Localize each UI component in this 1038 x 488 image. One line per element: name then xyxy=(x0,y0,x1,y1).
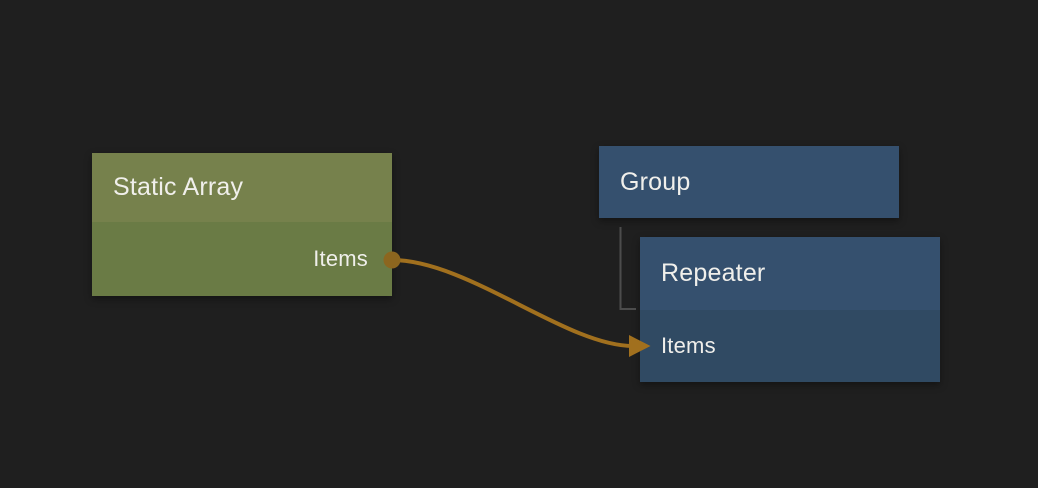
node-static-array-header[interactable]: Static Array xyxy=(92,153,392,222)
node-title: Static Array xyxy=(113,173,244,201)
node-repeater-header[interactable]: Repeater xyxy=(640,237,940,310)
node-group-header[interactable]: Group xyxy=(599,146,899,218)
node-group[interactable]: Group xyxy=(599,146,899,218)
node-title: Group xyxy=(620,167,691,196)
node-repeater[interactable]: Repeater Items xyxy=(640,237,940,382)
node-static-array[interactable]: Static Array Items xyxy=(92,153,392,296)
node-repeater-body: Items xyxy=(640,310,940,382)
group-child-connector-line xyxy=(619,227,636,310)
node-title: Repeater xyxy=(661,259,766,287)
node-static-array-body: Items xyxy=(92,222,392,296)
port-label-items-output[interactable]: Items xyxy=(313,246,368,271)
connection-wire[interactable] xyxy=(390,258,635,348)
port-label-items-input[interactable]: Items xyxy=(661,333,716,358)
